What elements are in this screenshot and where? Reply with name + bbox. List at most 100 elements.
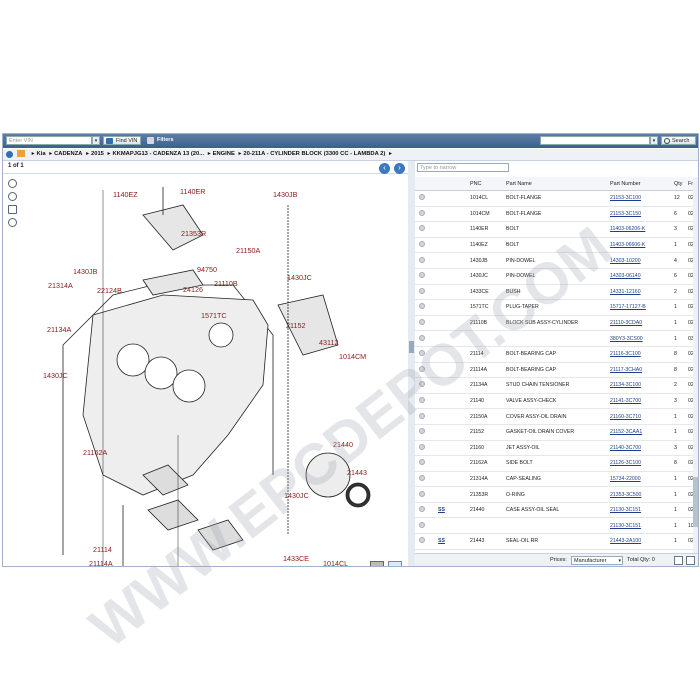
cell-part-number[interactable]: 11403-06206-K	[610, 226, 646, 233]
find-vin-button[interactable]: Find VIN	[103, 136, 142, 145]
breadcrumb-make[interactable]: Kia	[36, 151, 46, 157]
cell-part-number[interactable]: 21134-3C100	[610, 382, 642, 389]
callout-label[interactable]: 21152	[286, 321, 305, 330]
callout-label[interactable]: 43112	[319, 338, 338, 347]
cell-part-number[interactable]: 21160-3C710	[610, 413, 642, 420]
row-select-icon[interactable]	[419, 303, 425, 310]
row-select-icon[interactable]	[419, 209, 425, 216]
row-select-icon[interactable]	[419, 334, 425, 341]
row-select-icon[interactable]	[419, 443, 425, 450]
price-source-select[interactable]: Manufacturer	[571, 556, 623, 565]
search-dropdown-button[interactable]: ▾	[650, 136, 658, 145]
next-page-button[interactable]: ›	[394, 163, 405, 174]
row-select-icon[interactable]	[419, 272, 425, 279]
cell-part-number[interactable]: 11403-06606-K	[610, 242, 646, 249]
col-qty[interactable]: Qty	[673, 177, 687, 191]
callout-label[interactable]: 94750	[197, 265, 217, 274]
col-pnc[interactable]: PNC	[469, 177, 505, 191]
callout-label[interactable]: 21134A	[47, 325, 71, 334]
filters-button[interactable]: Filters	[147, 136, 174, 145]
collapse-arrow-icon[interactable]	[409, 341, 414, 353]
cell-part-number[interactable]: 21140-3C700	[610, 444, 642, 451]
callout-label[interactable]: 21440	[333, 440, 353, 449]
row-select-icon[interactable]	[419, 225, 425, 232]
narrow-filter-input[interactable]: Type to narrow	[417, 163, 509, 172]
breadcrumb-year[interactable]: 2015	[91, 151, 104, 157]
callout-label[interactable]: 1433CE	[283, 554, 309, 563]
scrollbar-thumb[interactable]	[693, 477, 698, 527]
prev-page-button[interactable]: ‹	[379, 163, 390, 174]
col-fr[interactable]: Fr	[687, 177, 695, 191]
cell-part-number[interactable]: 15717-17127-B	[610, 304, 646, 311]
cell-part-number[interactable]: 21153-3C100	[610, 195, 642, 202]
breadcrumb-illustration[interactable]: 20-211A - CYLINDER BLOCK (3300 CC - LAMB…	[243, 151, 386, 157]
cell-part-number[interactable]: 21141-3C700	[610, 398, 642, 405]
callout-label[interactable]: 21162A	[83, 448, 107, 457]
envelope-icon[interactable]	[387, 561, 402, 566]
cart-icon[interactable]	[686, 556, 695, 565]
cell-part-number[interactable]: 14303-10200	[610, 257, 641, 264]
fit-icon[interactable]	[8, 205, 17, 214]
row-select-icon[interactable]	[419, 459, 425, 466]
callout-label[interactable]: 21150A	[236, 246, 260, 255]
callout-label[interactable]: 21443	[347, 468, 367, 477]
callout-label[interactable]: 22124B	[97, 286, 122, 295]
cell-part-number[interactable]: 21126-3C100	[610, 460, 642, 467]
row-select-icon[interactable]	[419, 474, 425, 481]
back-arrow-icon[interactable]	[6, 151, 13, 158]
row-select-icon[interactable]	[419, 521, 425, 528]
zoom-out-icon[interactable]	[8, 192, 17, 201]
callout-label[interactable]: 1430JB	[273, 190, 298, 199]
cell-part-number[interactable]: 21116-3C100	[610, 351, 641, 358]
printer-icon[interactable]	[370, 561, 384, 566]
cell-part-number[interactable]: 21117-3CHA0	[610, 366, 643, 373]
callout-label[interactable]: 1140ER	[180, 187, 205, 196]
copy-icon[interactable]	[674, 556, 683, 565]
cell-part-number[interactable]: 14303-06140	[610, 273, 641, 280]
search-input[interactable]	[540, 136, 650, 145]
breadcrumb-model[interactable]: CADENZA	[54, 151, 83, 157]
callout-label[interactable]: 21353R	[181, 229, 206, 238]
callout-label[interactable]: 1430JC	[287, 273, 312, 282]
superseded-link[interactable]: SS	[438, 538, 445, 545]
superseded-link[interactable]: SS	[438, 507, 445, 514]
callout-label[interactable]: 21314A	[48, 281, 73, 290]
row-select-icon[interactable]	[419, 428, 425, 435]
cell-part-number[interactable]: 21353-3C500	[610, 491, 642, 498]
cell-part-number[interactable]: 21152-3CAA1	[610, 429, 643, 436]
cell-part-number[interactable]: 15734-22000	[610, 475, 641, 482]
parts-scrollbar[interactable]	[693, 177, 698, 557]
breadcrumb-catalog[interactable]: KKMAPJG13 - CADENZA 13 (20...	[112, 151, 205, 157]
row-select-icon[interactable]	[419, 537, 425, 544]
cell-part-number[interactable]: 21110-3CDA0	[610, 320, 643, 327]
callout-label[interactable]: 1140EZ	[113, 190, 138, 199]
search-button[interactable]: Search	[661, 136, 696, 145]
callout-label[interactable]: 1014CM	[339, 352, 366, 361]
home-icon[interactable]	[17, 149, 25, 157]
row-select-icon[interactable]	[419, 506, 425, 513]
cell-part-number[interactable]: 21130-3C151	[610, 522, 642, 529]
vin-dropdown-button[interactable]: ▾	[92, 136, 100, 145]
row-select-icon[interactable]	[419, 241, 425, 248]
callout-label[interactable]: 1430JC	[43, 371, 68, 380]
callout-label[interactable]: 1571TC	[201, 311, 227, 320]
row-select-icon[interactable]	[419, 287, 425, 294]
